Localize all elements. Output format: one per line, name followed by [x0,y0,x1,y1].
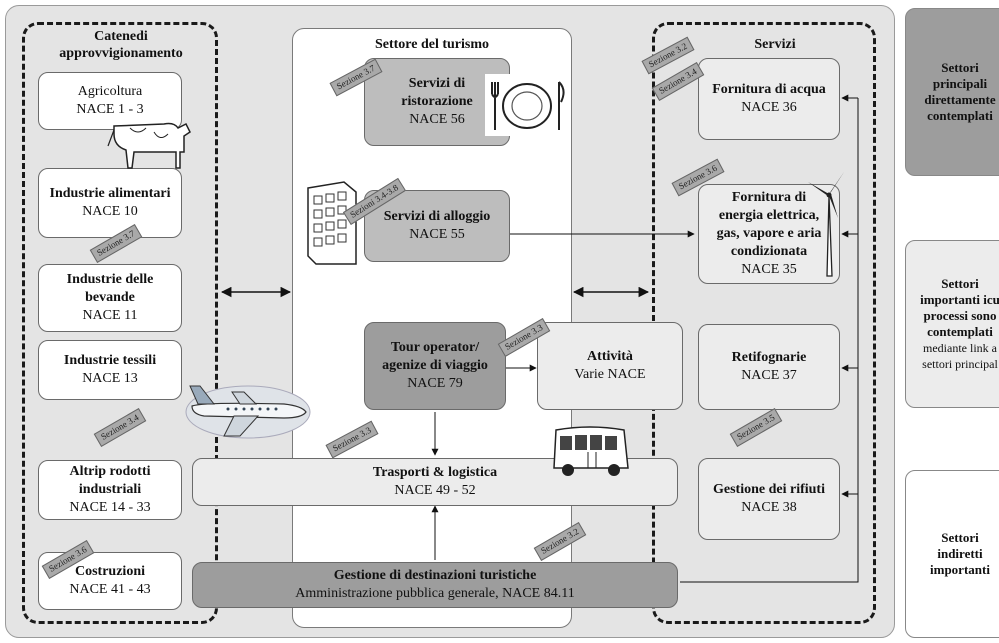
costruzioni-label: Costruzioni [75,564,145,579]
agricoltura-code: NACE 1 - 3 [76,102,144,117]
box-industrie-alimentari: Industrie alimentari NACE 10 [38,168,182,238]
energia-code: NACE 35 [741,262,797,277]
box-fognarie: Retifognarie NACE 37 [698,324,840,410]
box-attivita: Attività Varie NACE [537,322,683,410]
legend-important: Settori importanti icu processi sono con… [905,240,999,408]
legend-important-2: importanti icu [920,292,999,307]
legend-indirect-3: importanti [930,562,990,577]
ristorazione-line1: Servizi di [408,76,466,91]
acqua-label: Fornitura di acqua [712,82,826,97]
legend-important-4: contemplati [927,324,993,339]
legend-important-5: mediante link a [923,341,997,355]
box-agricoltura: Agricoltura NACE 1 - 3 [38,72,182,130]
agricoltura-label: Agricoltura [77,84,143,99]
energia-line3: gas, vapore e aria [716,226,822,241]
supply-chain-panel [22,22,218,624]
attivita-code: Varie NACE [574,367,646,382]
legend-important-3: processi sono [923,308,997,323]
industrie-alimentari-label: Industrie alimentari [49,186,171,201]
tour-operator-line1: Tour operator/ [390,340,480,355]
industrie-bevande-label: Industrie delle bevande [66,272,154,305]
trasporti-code: NACE 49 - 52 [394,483,476,498]
supply-chain-title-line1: Catenedi [94,29,148,44]
legend-indirect-1: Settori [941,530,979,545]
supply-chain-title-line2: approvvigionamento [59,46,183,61]
services-title: Servizi [754,37,796,52]
energia-line1: Fornitura di [731,190,807,205]
altri-prodotti-label: Altrip rodotti industriali [69,464,151,497]
box-alloggio: Servizi di alloggio NACE 55 [364,190,510,262]
destination-services-line [680,98,859,583]
rifiuti-code: NACE 38 [741,500,797,515]
box-tour-operator: Tour operator/ agenize di viaggio NACE 7… [364,322,506,410]
industrie-tessili-code: NACE 13 [82,371,138,386]
box-energia: Fornitura di energia elettrica, gas, vap… [698,184,840,284]
legend-main-3: direttamente [924,92,996,107]
legend-important-1: Settori [941,276,979,291]
acqua-code: NACE 36 [741,100,797,115]
legend-main-2: principali [932,76,988,91]
attivita-label: Attività [587,349,633,364]
legend-indirect-2: indiretti [937,546,983,561]
legend-main-1: Settori [941,60,979,75]
box-industrie-tessili: Industrie tessili NACE 13 [38,340,182,400]
legend-important-6: settori principal [922,357,998,371]
ristorazione-code: NACE 56 [409,112,465,127]
industrie-alimentari-code: NACE 10 [82,204,138,219]
altri-prodotti-code: NACE 14 - 33 [69,500,151,515]
bus-icon [553,426,629,476]
fognarie-label: Retifognarie [731,350,807,365]
ristorazione-line2: ristorazione [401,94,473,109]
legend-main-4: contemplati [927,108,993,123]
destinazioni-code: Amministrazione pubblica generale, NACE … [295,586,575,601]
costruzioni-code: NACE 41 - 43 [69,582,151,597]
tour-operator-code: NACE 79 [407,376,463,391]
trasporti-label: Trasporti & logistica [372,465,498,480]
box-altri-prodotti: Altrip rodotti industriali NACE 14 - 33 [38,460,182,520]
supply-chain-title: Catenedi approvvigionamento [28,28,214,62]
box-destinazioni: Gestione di destinazioni turistiche Ammi… [192,562,678,608]
airplane-icon [185,385,311,439]
fognarie-code: NACE 37 [741,368,797,383]
industrie-bevande-code: NACE 11 [82,308,138,323]
alloggio-code: NACE 55 [409,227,465,242]
rifiuti-label: Gestione dei rifiuti [713,482,825,497]
legend-indirect: Settori indiretti importanti [905,470,999,638]
wind-turbine-icon [808,172,844,277]
cow-icon [107,122,191,169]
plate-cutlery-icon [485,74,571,136]
tour-operator-line2: agenize di viaggio [382,358,488,373]
hotel-building-icon [307,181,357,265]
box-acqua: Fornitura di acqua NACE 36 [698,58,840,140]
energia-line4: condizionata [730,244,808,259]
alloggio-label: Servizi di alloggio [383,209,491,224]
box-industrie-bevande: Industrie delle bevande NACE 11 [38,264,182,332]
box-rifiuti: Gestione dei rifiuti NACE 38 [698,458,840,540]
tourism-title: Settore del turismo [374,37,490,52]
industrie-tessili-label: Industrie tessili [63,353,157,368]
energia-line2: energia elettrica, [718,208,820,223]
destinazioni-label: Gestione di destinazioni turistiche [333,568,537,583]
legend-main: Settori principali direttamente contempl… [905,8,999,176]
